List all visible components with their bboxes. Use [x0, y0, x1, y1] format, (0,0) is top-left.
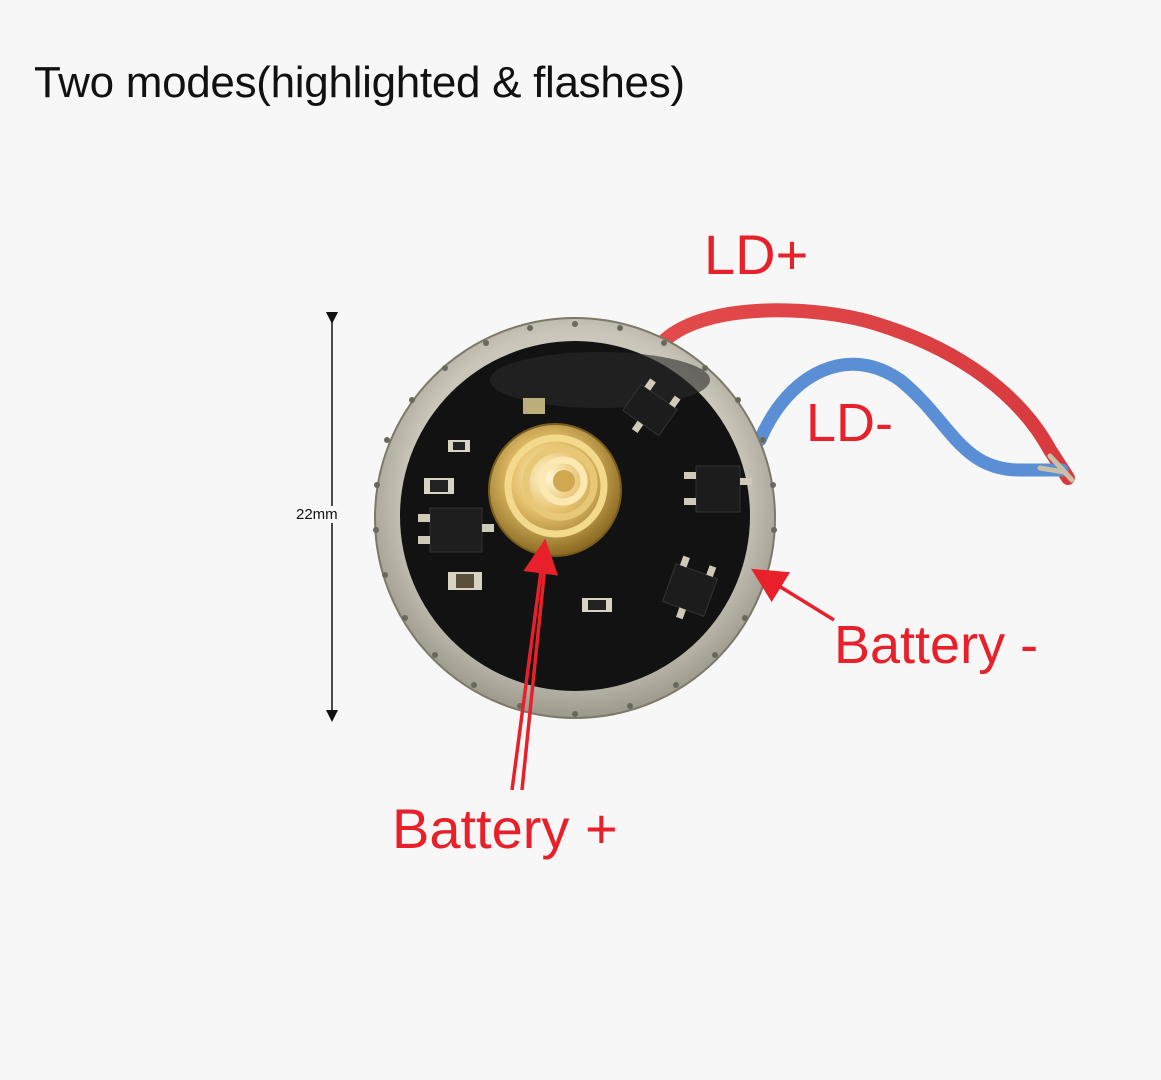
page-title: Two modes(highlighted & flashes)	[34, 58, 685, 107]
sot23-chip-right	[684, 465, 752, 513]
spring-center	[553, 470, 575, 492]
rim-solder-dots	[373, 321, 777, 717]
blue-wire	[753, 357, 1069, 477]
battery-plus-label: Battery +	[392, 797, 618, 860]
wire-tip-red	[1047, 453, 1075, 483]
battery-minus-label: Battery -	[834, 615, 1039, 675]
sot23-chip-lower-right	[661, 555, 719, 620]
smd-resistors	[424, 398, 612, 612]
battery-plus-arrow-2	[520, 555, 548, 791]
battery-plus-arrow-1	[510, 538, 559, 791]
sot23-chip-left	[418, 507, 494, 553]
battery-minus-arrow	[751, 568, 835, 622]
spring-coils	[504, 434, 608, 538]
wire-tip-blue	[1037, 465, 1067, 475]
ld-plus-label: LD+	[704, 223, 809, 286]
ld-minus-label: LD-	[806, 393, 894, 453]
red-wire	[653, 303, 1075, 485]
dimension-label: 22mm	[296, 506, 338, 523]
sot23-chip-top	[622, 378, 681, 437]
